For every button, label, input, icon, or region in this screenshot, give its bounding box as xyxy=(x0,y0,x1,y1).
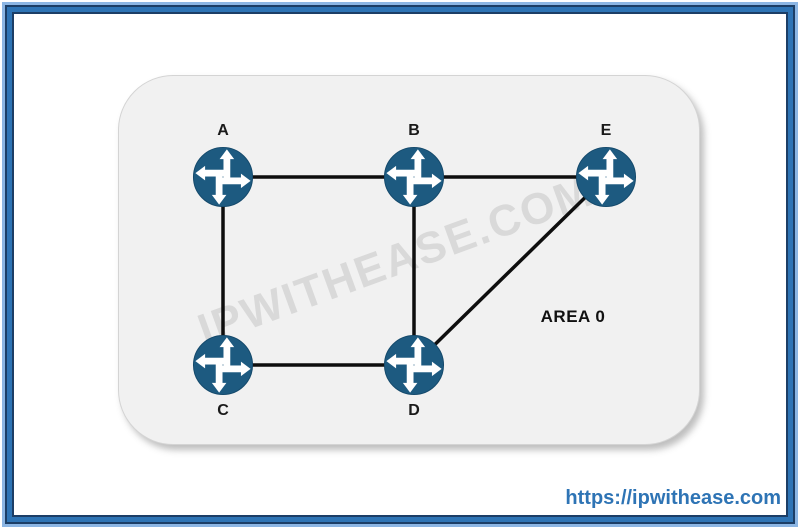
router-icon xyxy=(192,334,254,396)
frame-border-band: IPWITHEASE.COM AREA 0 A xyxy=(7,7,793,522)
router-label-c: C xyxy=(217,402,229,419)
router-node-c: C xyxy=(192,334,254,419)
site-url-text: https://ipwithease.com xyxy=(565,487,781,509)
links-layer xyxy=(221,175,608,367)
area-label: AREA 0 xyxy=(540,307,606,326)
frame-border-inner-edge: IPWITHEASE.COM AREA 0 A xyxy=(12,12,788,517)
router-label-a: A xyxy=(217,122,229,139)
router-label-d: D xyxy=(408,402,420,419)
router-node-b: B xyxy=(383,122,445,208)
router-label-b: B xyxy=(408,122,420,139)
page-background: IPWITHEASE.COM AREA 0 A xyxy=(14,14,786,515)
router-node-d: D xyxy=(383,334,445,419)
router-node-e: E xyxy=(575,122,637,208)
router-label-e: E xyxy=(600,122,612,139)
router-icon xyxy=(383,334,445,396)
router-node-a: A xyxy=(192,122,254,208)
link-d-e xyxy=(412,175,608,367)
router-icon xyxy=(575,146,637,208)
diagram-canvas: IPWITHEASE.COM AREA 0 A xyxy=(118,75,700,445)
router-icon xyxy=(192,146,254,208)
router-icon xyxy=(383,146,445,208)
frame-border-inner-line: IPWITHEASE.COM AREA 0 A xyxy=(5,5,795,524)
